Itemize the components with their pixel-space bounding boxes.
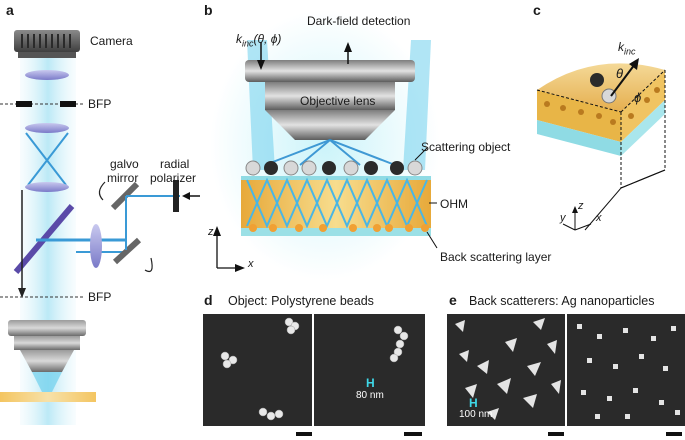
side-lens-icon bbox=[90, 224, 102, 268]
scalebar-d-right bbox=[404, 432, 422, 436]
panel-c-letter: c bbox=[533, 2, 541, 18]
panel-d-title: Object: Polystyrene beads bbox=[228, 294, 374, 308]
phi-label: ϕ bbox=[634, 90, 642, 105]
radial-label-1: radial bbox=[160, 157, 190, 171]
panel-c-geometry-diagram bbox=[536, 58, 666, 231]
k-inc-subscript: inc bbox=[242, 38, 254, 49]
particles-e-right bbox=[577, 324, 680, 419]
galvo-label-1: galvo bbox=[110, 157, 139, 171]
panel-e-title: Back scatterers: Ag nanoparticles bbox=[469, 294, 655, 308]
lens-2-icon bbox=[25, 123, 69, 133]
k-inc-symbol: k bbox=[236, 32, 242, 46]
scalebar-d-left bbox=[296, 432, 312, 436]
camera-label: Camera bbox=[90, 34, 133, 48]
k-inc-c-symbol: k bbox=[618, 40, 624, 54]
particles-e-left bbox=[455, 318, 561, 420]
scale-label-e: 100 nm bbox=[459, 409, 493, 420]
k-inc-c-subscript: inc bbox=[624, 46, 636, 57]
objective-lens-label: Objective lens bbox=[300, 94, 376, 108]
panel-d-letter: d bbox=[204, 292, 213, 308]
lens-3-icon bbox=[25, 182, 69, 192]
dark-field-label: Dark-field detection bbox=[307, 14, 411, 28]
panel-a-letter: a bbox=[6, 2, 14, 18]
panel-e-letter: e bbox=[449, 292, 457, 308]
k-inc-c-label: kinc bbox=[618, 40, 636, 56]
radial-label-2: polarizer bbox=[150, 171, 197, 185]
scattering-beads bbox=[245, 160, 423, 176]
scale-marker-e: H bbox=[469, 396, 478, 410]
bfp-top-label: BFP bbox=[88, 97, 112, 111]
axis-b-z-label: z bbox=[208, 226, 214, 238]
scattering-object-label: Scattering object bbox=[421, 140, 511, 154]
axis-c-x-label: x bbox=[596, 212, 602, 224]
objective-a-icon bbox=[8, 320, 86, 372]
ohm-label: OHM bbox=[440, 197, 468, 211]
scale-label-d: 80 nm bbox=[356, 390, 384, 401]
beads-d-left bbox=[220, 317, 300, 421]
sample-a-icon bbox=[0, 392, 96, 402]
micrograph-d-right: H 80 nm bbox=[314, 314, 425, 426]
scale-marker-d: H bbox=[366, 376, 375, 390]
beads-d-right bbox=[389, 325, 409, 363]
scalebar-e-left bbox=[548, 432, 564, 436]
theta-label: θ bbox=[616, 66, 624, 81]
radial-polarizer-icon bbox=[173, 180, 179, 212]
panel-b-letter: b bbox=[204, 2, 213, 18]
micrograph-e-left: H 100 nm bbox=[447, 314, 565, 426]
lens-1-icon bbox=[25, 70, 69, 80]
micrograph-d-left bbox=[203, 314, 312, 426]
objective-b-icon bbox=[245, 60, 415, 140]
k-inc-args: (θ, ϕ) bbox=[253, 32, 282, 46]
camera-icon bbox=[14, 30, 80, 58]
micrograph-e-right bbox=[567, 314, 685, 426]
bfp-bottom-label: BFP bbox=[88, 290, 112, 304]
back-scattering-layer bbox=[241, 228, 431, 236]
k-inc-label: kinc(θ, ϕ) bbox=[236, 32, 281, 48]
panel-a-optical-setup bbox=[0, 30, 200, 425]
back-scattering-layer-label: Back scattering layer bbox=[440, 250, 552, 264]
scalebar-e-right bbox=[666, 432, 682, 436]
axis-b-x-label: x bbox=[248, 258, 254, 270]
galvo-label-2: mirror bbox=[107, 171, 139, 185]
panel-b-darkfield-diagram bbox=[210, 10, 440, 280]
galvo-mirror-bottom-icon bbox=[112, 237, 142, 265]
axis-c-z-label: z bbox=[578, 200, 584, 212]
axis-c-y-label: y bbox=[560, 212, 566, 224]
